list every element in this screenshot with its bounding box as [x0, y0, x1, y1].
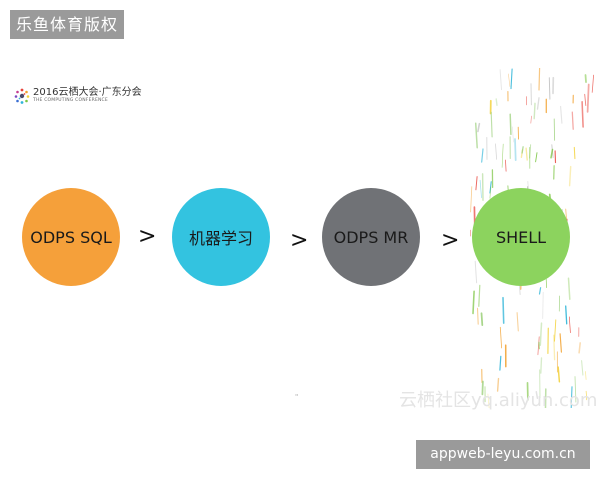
- decorative-streak: [514, 138, 517, 161]
- decorative-streak: [548, 77, 551, 100]
- decorative-streak: [502, 296, 505, 324]
- decorative-streak: [565, 305, 568, 325]
- step-label: ODPS MR: [333, 227, 409, 247]
- step-odps-mr: ODPS MR: [322, 188, 420, 286]
- decorative-streak: [519, 284, 521, 295]
- decorative-streaks: [470, 68, 595, 408]
- site-url-banner: appweb-leyu.com.cn: [416, 440, 590, 469]
- decorative-streak: [479, 179, 482, 199]
- decorative-streak: [570, 386, 573, 408]
- decorative-streak: [509, 113, 512, 136]
- decorative-streak: [560, 105, 563, 124]
- decorative-streak: [586, 83, 590, 113]
- decorative-streak: [476, 307, 479, 325]
- decorative-streak: [499, 69, 502, 91]
- decorative-streak: [530, 115, 532, 124]
- decorative-streak: [496, 377, 500, 392]
- decorative-streak: [511, 126, 514, 143]
- decorative-streak: [501, 143, 504, 168]
- step-label: SHELL: [495, 227, 547, 247]
- step-label: 机器学习: [188, 229, 253, 248]
- decorative-streak: [584, 74, 587, 83]
- decorative-streak: [591, 74, 595, 93]
- decorative-streak: [533, 102, 536, 120]
- decorative-streak: [578, 342, 581, 354]
- stray-mark: ": [295, 393, 299, 401]
- decorative-streak: [539, 322, 543, 346]
- decorative-streak: [542, 291, 544, 319]
- decorative-streak: [559, 333, 562, 353]
- decorative-streak: [584, 371, 587, 380]
- decorative-streak: [584, 93, 587, 106]
- decorative-streak: [478, 284, 481, 307]
- decorative-streak: [521, 146, 524, 154]
- decorative-streak: [581, 101, 584, 128]
- decorative-streak: [510, 68, 513, 90]
- decorative-streak: [487, 393, 490, 408]
- decorative-streak: [557, 366, 561, 383]
- arrow-2: >: [290, 228, 309, 253]
- decorative-streak: [538, 287, 542, 295]
- decorative-streak: [495, 98, 498, 106]
- decorative-streak: [525, 147, 528, 161]
- step-shell: SHELL: [472, 188, 570, 286]
- logo-subtitle: THE COMPUTING CONFERENCE: [33, 98, 108, 103]
- decorative-streak: [489, 186, 492, 199]
- decorative-streak: [574, 376, 577, 403]
- decorative-streak: [568, 316, 571, 334]
- decorative-streak: [490, 111, 493, 138]
- decorative-streak: [585, 390, 588, 401]
- decorative-streak: [550, 148, 554, 159]
- decorative-streak: [474, 122, 478, 149]
- decorative-streak: [554, 319, 557, 342]
- decorative-streak: [537, 336, 540, 356]
- decorative-streak: [540, 357, 543, 374]
- decorative-streak: [499, 326, 503, 349]
- dotted-globe-icon: [14, 88, 30, 104]
- decorative-streak: [495, 143, 497, 160]
- decorative-streak: [538, 68, 541, 91]
- decorative-streak: [535, 152, 538, 163]
- decorative-streak: [535, 391, 539, 399]
- decorative-streak: [481, 380, 484, 396]
- decorative-streak: [508, 73, 511, 87]
- community-watermark: 云栖社区yq.aliyun.com: [399, 390, 598, 411]
- decorative-streak: [571, 111, 574, 130]
- step-odps-sql: ODPS SQL: [22, 188, 120, 286]
- decorative-streak: [470, 186, 473, 213]
- decorative-streak: [573, 146, 576, 160]
- decorative-streak: [472, 290, 475, 315]
- decorative-streak: [581, 360, 584, 376]
- decorative-streak: [481, 148, 484, 163]
- decorative-streak: [567, 277, 571, 300]
- decorative-streak: [480, 312, 484, 326]
- step-machine-learning: 机器学习: [172, 188, 270, 286]
- decorative-streak: [475, 176, 478, 191]
- decorative-streak: [499, 355, 502, 371]
- decorative-streak: [477, 122, 481, 133]
- decorative-streak: [516, 312, 519, 332]
- copyright-banner: 乐鱼体育版权: [10, 10, 124, 39]
- logo-title: 2016云栖大会·广东分会: [33, 87, 142, 98]
- decorative-streak: [536, 97, 540, 110]
- decorative-streak: [553, 334, 556, 361]
- arrow-1: >: [138, 224, 157, 249]
- step-label: ODPS SQL: [30, 227, 112, 247]
- conference-logo: 2016云栖大会·广东分会 THE COMPUTING CONFERENCE: [12, 86, 142, 108]
- decorative-streak: [474, 260, 478, 284]
- decorative-streak: [568, 165, 572, 187]
- arrow-3: >: [441, 228, 460, 253]
- decorative-streak: [504, 159, 507, 172]
